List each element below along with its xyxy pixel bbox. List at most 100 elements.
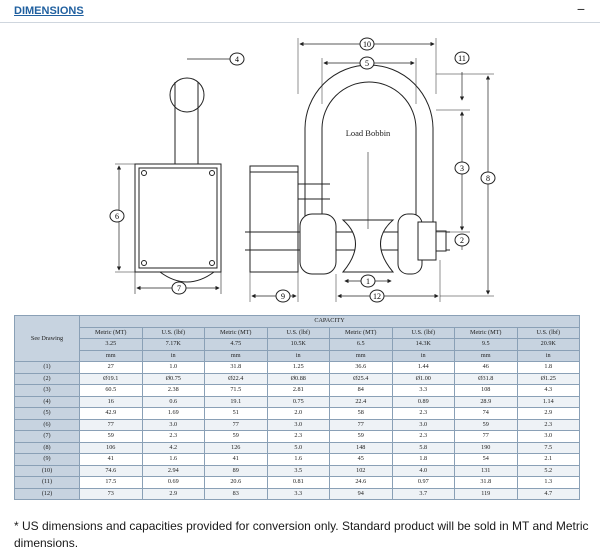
capacity-header: CAPACITY xyxy=(79,315,580,328)
svg-text:10: 10 xyxy=(363,40,371,49)
section-title[interactable]: DIMENSIONS xyxy=(14,5,84,17)
table-cell: 1.14 xyxy=(516,395,580,408)
row-label: (9) xyxy=(14,453,80,466)
table-cell: 2.9 xyxy=(141,487,205,500)
table-cell: 7.5 xyxy=(516,441,580,454)
svg-text:1: 1 xyxy=(366,277,370,286)
table-cell: 77 xyxy=(79,418,143,431)
table-cell: 1.44 xyxy=(391,361,455,374)
load-bobbin-label: Load Bobbin xyxy=(346,128,391,138)
table-cell: Ø22.4 xyxy=(204,372,268,385)
svg-text:4: 4 xyxy=(235,55,239,64)
dimensions-table-container: See Drawing CAPACITY Metric (MT) U.S. (l… xyxy=(14,315,580,500)
table-cell: 77 xyxy=(204,418,268,431)
table-cell: 2.1 xyxy=(516,453,580,466)
table-cell: 2.38 xyxy=(141,384,205,397)
svg-text:12: 12 xyxy=(373,292,381,301)
table-cell: 1.8 xyxy=(516,361,580,374)
unit-label: Metric (MT) xyxy=(329,326,393,339)
table-cell: 60.5 xyxy=(79,384,143,397)
row-label: (12) xyxy=(14,487,80,500)
table-cell: 126 xyxy=(204,441,268,454)
table-cell: Ø1.00 xyxy=(391,372,455,385)
table-cell: 0.69 xyxy=(141,476,205,489)
table-cell: 2.3 xyxy=(391,430,455,443)
table-cell: Ø0.75 xyxy=(141,372,205,385)
table-cell: Ø25.4 xyxy=(329,372,393,385)
table-cell: 1.3 xyxy=(516,476,580,489)
table-cell: 24.6 xyxy=(329,476,393,489)
capacity-value: 6.5 xyxy=(329,338,393,351)
table-cell: 0.6 xyxy=(141,395,205,408)
unit-label-row: Metric (MT) U.S. (lbf) Metric (MT) U.S. … xyxy=(15,326,580,339)
table-cell: 1.25 xyxy=(266,361,330,374)
capacity-value: 4.75 xyxy=(204,338,268,351)
dimension-unit-row: mm in mm in mm in mm in xyxy=(15,349,580,362)
capacity-value-row: 3.25 7.17K 4.75 10.5K 6.5 14.3K 9.5 20.9… xyxy=(15,338,580,351)
table-cell: 131 xyxy=(454,464,518,477)
table-cell: 3.3 xyxy=(266,487,330,500)
unit-label: U.S. (lbf) xyxy=(516,326,580,339)
unit-label: Metric (MT) xyxy=(204,326,268,339)
table-cell: 89 xyxy=(204,464,268,477)
side-view xyxy=(115,58,232,294)
callout-8: 8 xyxy=(480,171,496,185)
callout-1: 1 xyxy=(360,274,376,288)
svg-text:6: 6 xyxy=(115,212,119,221)
footnote: * US dimensions and capacities provided … xyxy=(14,519,589,550)
table-cell: 45 xyxy=(329,453,393,466)
table-cell: 148 xyxy=(329,441,393,454)
table-cell: 4.0 xyxy=(391,464,455,477)
table-cell: 42.9 xyxy=(79,407,143,420)
table-cell: 0.97 xyxy=(391,476,455,489)
dimension-unit: mm xyxy=(204,349,268,362)
table-cell: 2.94 xyxy=(141,464,205,477)
table-cell: 3.5 xyxy=(266,464,330,477)
callout-2: 2 xyxy=(454,233,470,247)
dimension-unit: mm xyxy=(454,349,518,362)
table-cell: 3.0 xyxy=(141,418,205,431)
table-cell: 74.6 xyxy=(79,464,143,477)
table-cell: 102 xyxy=(329,464,393,477)
table-cell: 3.7 xyxy=(391,487,455,500)
row-label: (5) xyxy=(14,407,80,420)
callout-5: 5 xyxy=(359,56,375,70)
collapse-icon[interactable]: − xyxy=(576,1,586,17)
dimension-unit: in xyxy=(141,349,205,362)
table-cell: 46 xyxy=(454,361,518,374)
table-cell: 71.5 xyxy=(204,384,268,397)
table-cell: 36.6 xyxy=(329,361,393,374)
callout-12: 12 xyxy=(369,289,385,303)
table-cell: 0.81 xyxy=(266,476,330,489)
table-cell: 0.89 xyxy=(391,395,455,408)
table-cell: 0.75 xyxy=(266,395,330,408)
table-cell: 59 xyxy=(204,430,268,443)
table-cell: 58 xyxy=(329,407,393,420)
front-view xyxy=(245,64,450,275)
table-cell: 3.0 xyxy=(391,418,455,431)
table-cell: 77 xyxy=(454,430,518,443)
unit-label: Metric (MT) xyxy=(79,326,143,339)
svg-text:9: 9 xyxy=(281,292,285,301)
table-cell: 20.6 xyxy=(204,476,268,489)
row-label: (3) xyxy=(14,384,80,397)
table-cell: 2.3 xyxy=(391,407,455,420)
table-cell: 4.2 xyxy=(141,441,205,454)
table-cell: 4.7 xyxy=(516,487,580,500)
row-label: (4) xyxy=(14,395,80,408)
unit-label: U.S. (lbf) xyxy=(391,326,455,339)
table-cell: 2.9 xyxy=(516,407,580,420)
dimension-drawing: 4 6 7 xyxy=(109,37,496,303)
table-cell: 31.8 xyxy=(454,476,518,489)
capacity-value: 10.5K xyxy=(266,338,330,351)
callout-10: 10 xyxy=(359,37,375,51)
table-cell: 31.8 xyxy=(204,361,268,374)
table-cell: Ø1.25 xyxy=(516,372,580,385)
table-cell: 5.8 xyxy=(391,441,455,454)
